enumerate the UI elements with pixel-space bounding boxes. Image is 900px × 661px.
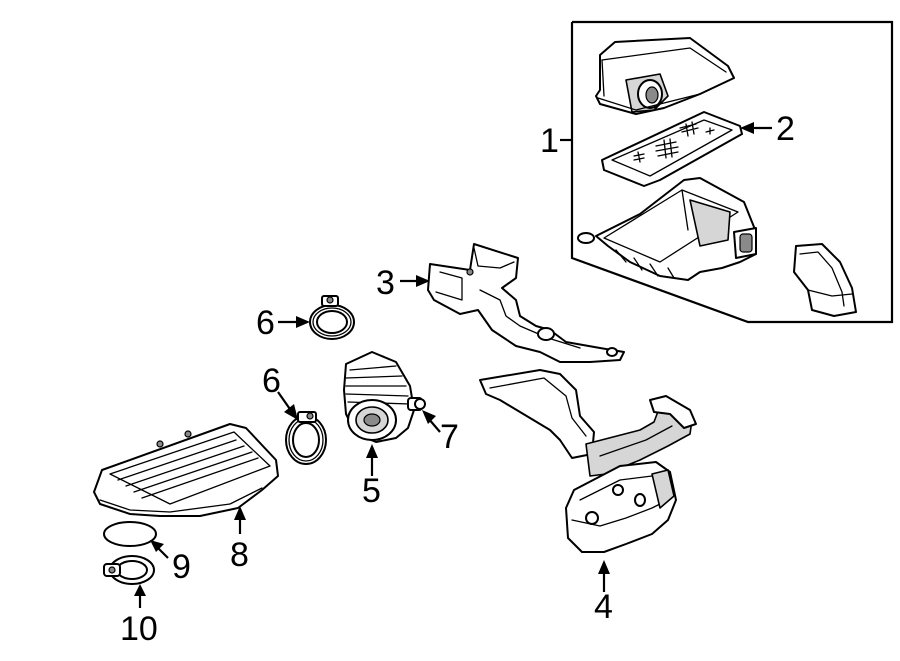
callout-4: 4 bbox=[594, 588, 613, 626]
leader-lines bbox=[134, 122, 772, 608]
elbow-duct[interactable] bbox=[793, 243, 857, 317]
callout-6-lower: 6 bbox=[262, 362, 281, 400]
resonator-duct-assembly[interactable] bbox=[479, 369, 697, 553]
callout-9: 9 bbox=[172, 548, 191, 586]
seal-ring[interactable] bbox=[103, 521, 157, 547]
air-cleaner-assembly-box bbox=[570, 20, 894, 324]
callout-5: 5 bbox=[362, 472, 381, 510]
callout-8: 8 bbox=[230, 536, 249, 574]
hose-clamp-small[interactable] bbox=[103, 555, 155, 585]
callout-2: 2 bbox=[776, 110, 795, 148]
callout-7: 7 bbox=[440, 418, 459, 456]
air-filter-element[interactable] bbox=[601, 111, 743, 187]
intake-duct[interactable] bbox=[343, 351, 415, 443]
callout-6-upper: 6 bbox=[256, 304, 275, 342]
callout-10: 10 bbox=[120, 610, 158, 648]
air-cleaner-housing[interactable] bbox=[577, 177, 757, 281]
hose-clamp-lower[interactable] bbox=[285, 411, 327, 465]
hose-clamp-upper[interactable] bbox=[309, 295, 355, 340]
callout-3: 3 bbox=[376, 264, 395, 302]
air-cleaner-lid[interactable] bbox=[595, 37, 735, 115]
engine-cover[interactable] bbox=[93, 423, 279, 517]
callout-labels: 1 2 3 4 5 6 6 7 8 9 10 bbox=[120, 110, 795, 648]
sensor-fitting[interactable] bbox=[407, 397, 426, 411]
mounting-bracket[interactable] bbox=[427, 243, 625, 363]
callout-1: 1 bbox=[540, 122, 559, 160]
